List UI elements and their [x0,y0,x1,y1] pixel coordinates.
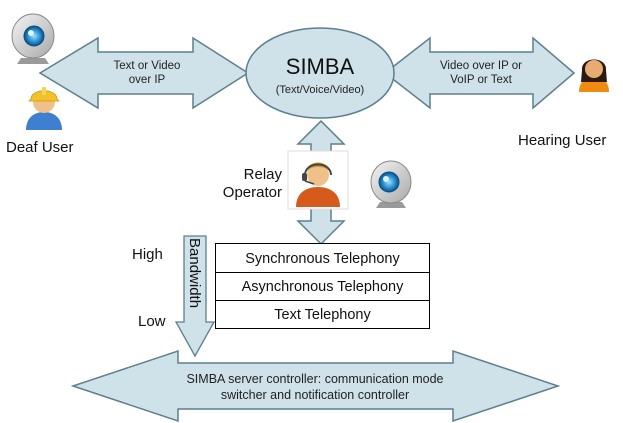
telephony-mode-synchronous: Synchronous Telephony [216,246,429,273]
right-arrow-label: Video over IP or VoIP or Text [428,59,534,87]
bandwidth-arrow [174,235,216,358]
right-arrow-line1: Video over IP or [439,60,523,72]
relay-line1: Relay [243,166,282,183]
left-arrow-label: Text or Video over IP [104,59,190,87]
deaf-user-avatar-icon [26,87,62,130]
relay-operator-headset-icon [287,150,349,210]
bandwidth-label: Bandwidth [186,238,203,308]
server-controller-arrow [70,349,561,423]
server-line2: switcher and notification controller [220,388,410,402]
relay-operator-label: Relay Operator [202,166,282,202]
right-arrow-line2: VoIP or Text [450,74,512,86]
left-arrow-line2: over IP [128,74,166,86]
server-line1: SIMBA server controller: communication m… [186,372,444,386]
bandwidth-high-label: High [132,246,163,263]
webcam-icon [11,13,55,64]
simba-title: SIMBA [286,54,355,79]
server-controller-label: SIMBA server controller: communication m… [130,371,500,403]
left-arrow-line1: Text or Video [113,60,181,72]
telephony-modes-box [215,243,430,329]
telephony-mode-text: Text Telephony [274,307,371,323]
simba-ellipse [245,27,395,119]
webcam-icon [370,160,412,208]
telephony-mode-asynchronous: Asynchronous Telephony [216,274,429,301]
hearing-user-label: Hearing User [518,132,607,149]
hearing-user-avatar-icon [579,59,609,92]
right-double-arrow [383,36,576,110]
relay-line2: Operator [222,184,282,201]
deaf-user-label: Deaf User [6,139,74,156]
bandwidth-low-label: Low [138,313,166,330]
simba-subtitle: (Text/Voice/Video) [276,84,364,96]
